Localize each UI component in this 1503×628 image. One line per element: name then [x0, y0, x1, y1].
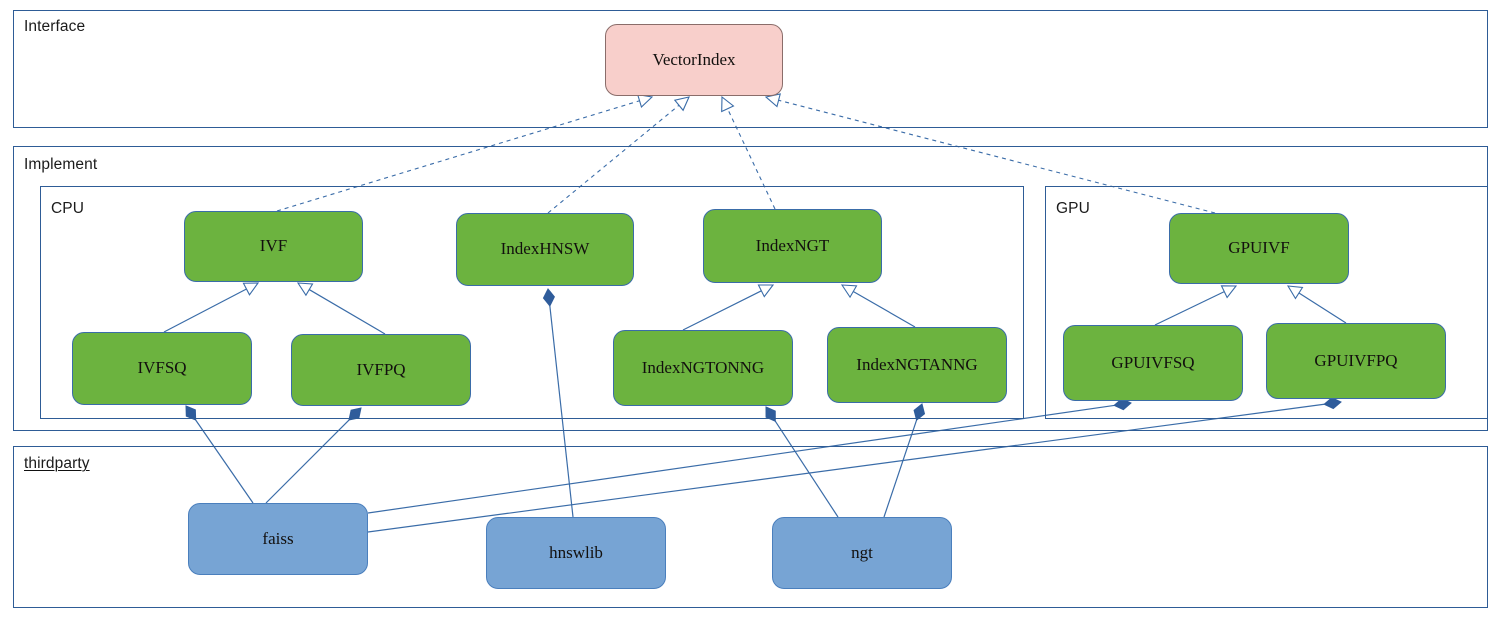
node-gpuivfpq[interactable]: GPUIVFPQ [1266, 323, 1446, 399]
node-label-ivfpq: IVFPQ [356, 359, 406, 379]
container-thirdparty [13, 446, 1488, 608]
node-faiss[interactable]: faiss [188, 503, 368, 575]
node-indexngtanng[interactable]: IndexNGTANNG [827, 327, 1007, 403]
container-label-interface: Interface [24, 18, 86, 35]
node-ivfpq[interactable]: IVFPQ [291, 334, 471, 406]
container-gpu [1045, 186, 1488, 419]
node-label-indexngtanng: IndexNGTANNG [856, 354, 978, 374]
container-label-thirdparty: thirdparty [24, 455, 90, 472]
node-vectorindex[interactable]: VectorIndex [605, 24, 783, 96]
node-ivfsq[interactable]: IVFSQ [72, 332, 252, 405]
container-cpu [40, 186, 1024, 419]
node-gpuivf[interactable]: GPUIVF [1169, 213, 1349, 284]
node-label-gpuivfpq: GPUIVFPQ [1314, 350, 1398, 370]
spellcheck-squiggle-icon [24, 476, 102, 481]
node-label-vectorindex: VectorIndex [652, 49, 736, 69]
container-interface [13, 10, 1488, 128]
container-label-implement: Implement [24, 156, 98, 173]
node-indexngtonng[interactable]: IndexNGTONNG [613, 330, 793, 406]
node-indexngt[interactable]: IndexNGT [703, 209, 882, 283]
container-label-cpu: CPU [51, 200, 85, 217]
node-label-indexngt: IndexNGT [755, 235, 830, 255]
node-label-ivf: IVF [259, 236, 288, 256]
node-label-indexngtonng: IndexNGTONNG [641, 357, 765, 377]
container-label-gpu: GPU [1056, 200, 1090, 217]
node-label-hnswlib: hnswlib [549, 542, 603, 562]
node-label-ivfsq: IVFSQ [137, 358, 187, 378]
node-hnswlib[interactable]: hnswlib [486, 517, 666, 589]
node-label-gpuivfsq: GPUIVFSQ [1111, 352, 1195, 372]
node-indexhnsw[interactable]: IndexHNSW [456, 213, 634, 286]
node-label-gpuivf: GPUIVF [1228, 238, 1290, 258]
node-gpuivfsq[interactable]: GPUIVFSQ [1063, 325, 1243, 401]
node-label-ngt: ngt [851, 542, 873, 562]
node-ivf[interactable]: IVF [184, 211, 363, 282]
node-label-indexhnsw: IndexHNSW [500, 239, 590, 259]
node-label-faiss: faiss [262, 528, 294, 548]
node-ngt[interactable]: ngt [772, 517, 952, 589]
